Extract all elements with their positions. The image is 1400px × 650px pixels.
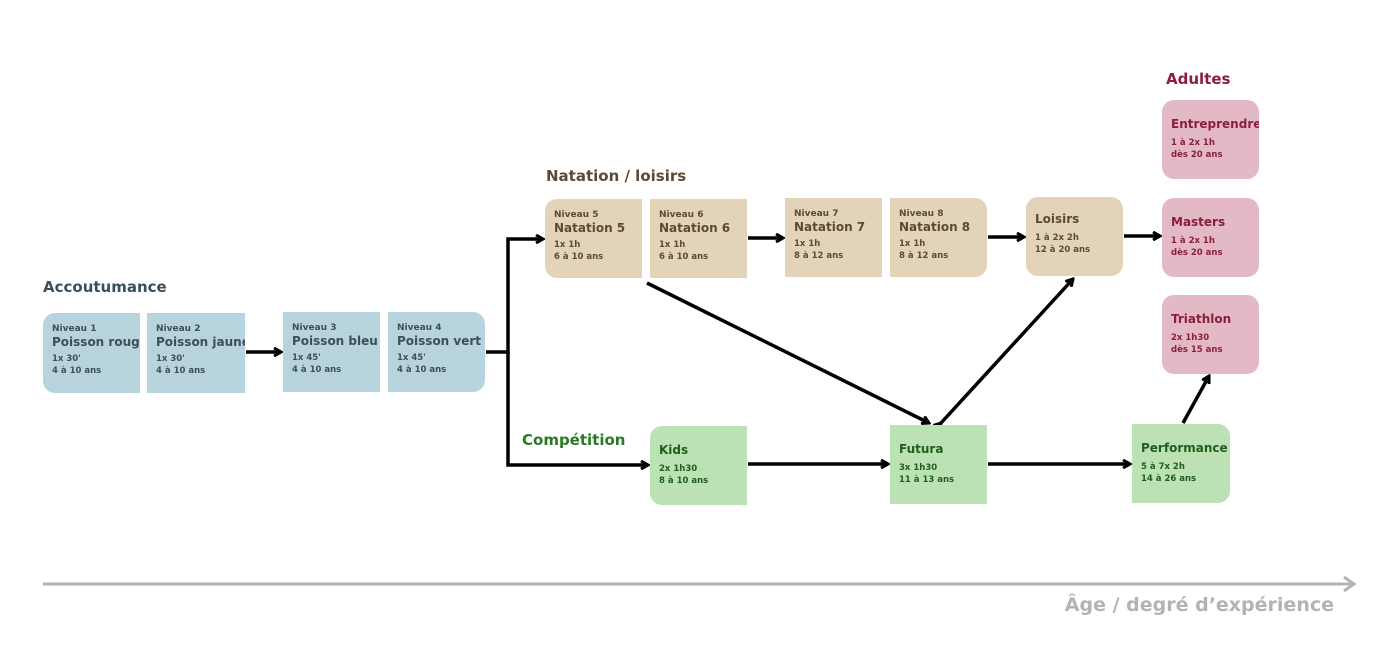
box-title: Futura [899,442,944,456]
frequency: 1 à 2x 1h [1171,138,1215,148]
frequency: 1x 1h [794,239,821,249]
age-range: 12 à 20 ans [1035,245,1091,255]
arrow-futura-loisirs [941,279,1073,423]
box-title: Natation 8 [899,220,971,234]
box-niveau-6: Niveau 6 Natation 6 1x 1h 6 à 10 ans [650,199,747,278]
axis-label: Âge / degré d’expérience [1064,594,1334,616]
box-title: Masters [1171,215,1226,229]
box-performance: Performance 5 à 7x 2h 14 à 26 ans [1132,424,1230,503]
frequency: 1x 45' [397,353,426,363]
box-title: Loisirs [1035,212,1080,226]
box-title: Natation 6 [659,221,731,235]
frequency: 1x 1h [899,239,926,249]
section-title-accoutumance: Accoutumance [43,278,167,296]
age-range: dès 15 ans [1171,345,1223,355]
section-title-competition: Compétition [522,431,626,449]
section-title-natation: Natation / loisirs [546,167,687,185]
box-niveau-1: Niveau 1 Poisson rouge 1x 30' 4 à 10 ans [43,313,140,393]
axis [43,575,1357,593]
section-title-adultes: Adultes [1166,70,1231,88]
level-label: Niveau 7 [794,209,839,219]
frequency: 1x 45' [292,353,321,363]
age-range: dès 20 ans [1171,248,1223,258]
frequency: 5 à 7x 2h [1141,462,1185,472]
box-title: Performance [1141,441,1228,455]
box-triathlon: Triathlon 2x 1h30 dès 15 ans [1162,295,1259,374]
box-entreprendre: Entreprendre 1 à 2x 1h dès 20 ans [1162,100,1259,179]
box-title: Poisson vert [397,334,482,348]
level-label: Niveau 8 [899,209,944,219]
frequency: 1 à 2x 1h [1171,236,1215,246]
box-futura: Futura 3x 1h30 11 à 13 ans [890,425,987,504]
box-title: Kids [659,443,689,457]
age-range: 4 à 10 ans [397,365,447,375]
frequency: 1x 1h [554,240,581,250]
level-label: Niveau 3 [292,323,337,333]
box-niveau-3: Niveau 3 Poisson bleu 1x 45' 4 à 10 ans [283,312,380,392]
age-range: 11 à 13 ans [899,475,955,485]
level-label: Niveau 1 [52,324,97,334]
level-label: Niveau 5 [554,210,599,220]
frequency: 1x 1h [659,240,686,250]
level-label: Niveau 4 [397,323,442,333]
arrow-n4-n5 [486,239,543,354]
frequency: 1 à 2x 2h [1035,233,1079,243]
box-niveau-2: Niveau 2 Poisson jaune 1x 30' 4 à 10 ans [147,313,245,393]
level-label: Niveau 6 [659,210,704,220]
box-title: Poisson bleu [292,334,378,348]
box-niveau-5: Niveau 5 Natation 5 1x 1h 6 à 10 ans [545,199,642,278]
box-niveau-7: Niveau 7 Natation 7 1x 1h 8 à 12 ans [785,198,882,277]
age-range: 8 à 10 ans [659,476,709,486]
age-range: 8 à 12 ans [794,251,844,261]
age-range: 4 à 10 ans [156,366,206,376]
box-title: Triathlon [1171,312,1232,326]
frequency: 1x 30' [156,354,185,364]
age-range: dès 20 ans [1171,150,1223,160]
box-title: Poisson jaune [156,335,245,349]
age-range: 6 à 10 ans [659,252,709,262]
box-title: Poisson rouge [52,335,140,349]
box-title: Natation 5 [554,221,626,235]
age-range: 8 à 12 ans [899,251,949,261]
arrow-performance-triathlon [1181,376,1209,424]
box-niveau-8: Niveau 8 Natation 8 1x 1h 8 à 12 ans [890,198,987,277]
arrow-n4-kids [506,352,648,465]
age-range: 6 à 10 ans [554,252,604,262]
age-range: 4 à 10 ans [292,365,342,375]
frequency: 1x 30' [52,354,81,364]
frequency: 2x 1h30 [659,464,698,474]
arrow-n5-futura [646,281,929,423]
box-title: Natation 7 [794,220,866,234]
box-kids: Kids 2x 1h30 8 à 10 ans [650,426,747,505]
box-masters: Masters 1 à 2x 1h dès 20 ans [1162,198,1259,277]
box-loisirs: Loisirs 1 à 2x 2h 12 à 20 ans [1026,197,1123,276]
level-label: Niveau 2 [156,324,201,334]
frequency: 3x 1h30 [899,463,938,473]
age-range: 4 à 10 ans [52,366,102,376]
box-niveau-4: Niveau 4 Poisson vert 1x 45' 4 à 10 ans [388,312,485,392]
age-range: 14 à 26 ans [1141,474,1197,484]
box-title: Entreprendre [1171,117,1259,131]
frequency: 2x 1h30 [1171,333,1210,343]
